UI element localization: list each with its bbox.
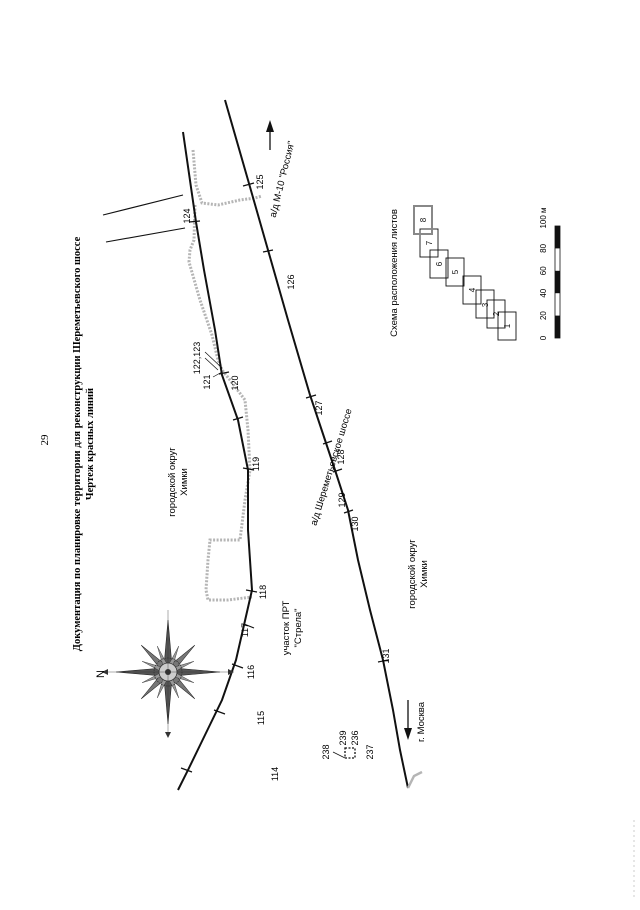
point-label: 118 bbox=[258, 585, 268, 599]
point-ticks bbox=[180, 182, 389, 773]
point-label: 236 bbox=[350, 730, 360, 745]
scale-bar-labels: 0 20 40 60 80 100 м bbox=[539, 207, 548, 340]
red-line-lower bbox=[224, 99, 409, 789]
sheet-scheme-labels: 1 2 3 4 5 6 7 8 bbox=[419, 217, 512, 328]
scale-tick-label: 20 bbox=[539, 311, 548, 320]
point-label: 131 bbox=[381, 648, 391, 663]
point-label: 120 bbox=[230, 375, 240, 390]
sheet-scheme-title: Схема расположения листов bbox=[389, 209, 400, 337]
compass-rose-icon bbox=[102, 610, 234, 738]
point-leaders bbox=[204, 351, 223, 378]
scale-tick-label: 60 bbox=[539, 266, 548, 275]
region-prt-line2: "Стрела" bbox=[293, 608, 304, 647]
side-road bbox=[102, 194, 186, 243]
road-label-moscow: г. Москва bbox=[416, 701, 427, 742]
small-parcel bbox=[332, 747, 356, 759]
point-label: 125 bbox=[255, 174, 265, 189]
north-label: N bbox=[95, 670, 107, 678]
scale-tick-label: 40 bbox=[539, 288, 548, 297]
sheet-number: 6 bbox=[435, 261, 444, 266]
road-label-m10: а/д М-10 "Россия" bbox=[268, 140, 298, 219]
scale-bar bbox=[554, 225, 561, 339]
red-line-upper bbox=[177, 131, 254, 791]
municipal-boundary bbox=[187, 149, 263, 602]
region-khimki-bottom-line2: Химки bbox=[419, 560, 430, 588]
red-line-lower-end bbox=[406, 770, 423, 789]
scale-tick-label: 100 м bbox=[539, 207, 548, 228]
point-label: 115 bbox=[256, 711, 266, 725]
point-label: 238 bbox=[321, 744, 331, 759]
point-label: 122,123 bbox=[192, 342, 202, 375]
point-label: 114 bbox=[270, 767, 280, 781]
region-khimki-top-line2: Химки bbox=[179, 468, 190, 496]
sheet-number: 8 bbox=[419, 217, 428, 222]
page-number: 29 bbox=[39, 434, 51, 446]
region-prt-line1: участок ПРТ bbox=[281, 601, 292, 656]
point-label: 130 bbox=[350, 516, 360, 531]
point-labels-upper: 114 115 116 117 118 119 120 121 122,123 … bbox=[182, 208, 280, 781]
scale-tick-label: 80 bbox=[539, 243, 548, 252]
sheet-number: 1 bbox=[503, 323, 512, 328]
moscow-direction-arrow bbox=[404, 700, 412, 740]
point-label: 124 bbox=[182, 208, 192, 223]
point-label: 128 bbox=[336, 449, 346, 464]
point-label: 126 bbox=[286, 274, 296, 289]
scale-tick-label: 0 bbox=[539, 335, 548, 340]
point-labels-small: 238 239 236 237 bbox=[321, 730, 375, 759]
sheet-number: 4 bbox=[468, 287, 477, 292]
point-label: 127 bbox=[314, 400, 324, 415]
point-label: 117 bbox=[240, 623, 250, 637]
sheet-number: 7 bbox=[425, 240, 434, 245]
point-label: 116 bbox=[246, 665, 256, 679]
sheet-scheme bbox=[413, 205, 517, 341]
map-title: Документация по планировке территории дл… bbox=[72, 236, 83, 651]
m10-direction-arrow bbox=[266, 120, 274, 150]
map-subtitle: Чертеж красных линий bbox=[85, 388, 96, 500]
sheet-number: 2 bbox=[492, 311, 501, 316]
sheet-number: 5 bbox=[451, 269, 460, 274]
point-label: 119 bbox=[251, 457, 261, 471]
sheet-number: 3 bbox=[481, 302, 490, 307]
point-label: 239 bbox=[338, 730, 348, 745]
point-labels-lower: 125 126 127 128 129 130 131 bbox=[255, 174, 391, 663]
point-label: 129 bbox=[337, 492, 347, 507]
region-khimki-top-line1: городской округ bbox=[167, 447, 178, 517]
region-khimki-bottom-line1: городской округ bbox=[407, 539, 418, 609]
point-label: 121 bbox=[202, 374, 212, 389]
point-label: 237 bbox=[365, 744, 375, 759]
